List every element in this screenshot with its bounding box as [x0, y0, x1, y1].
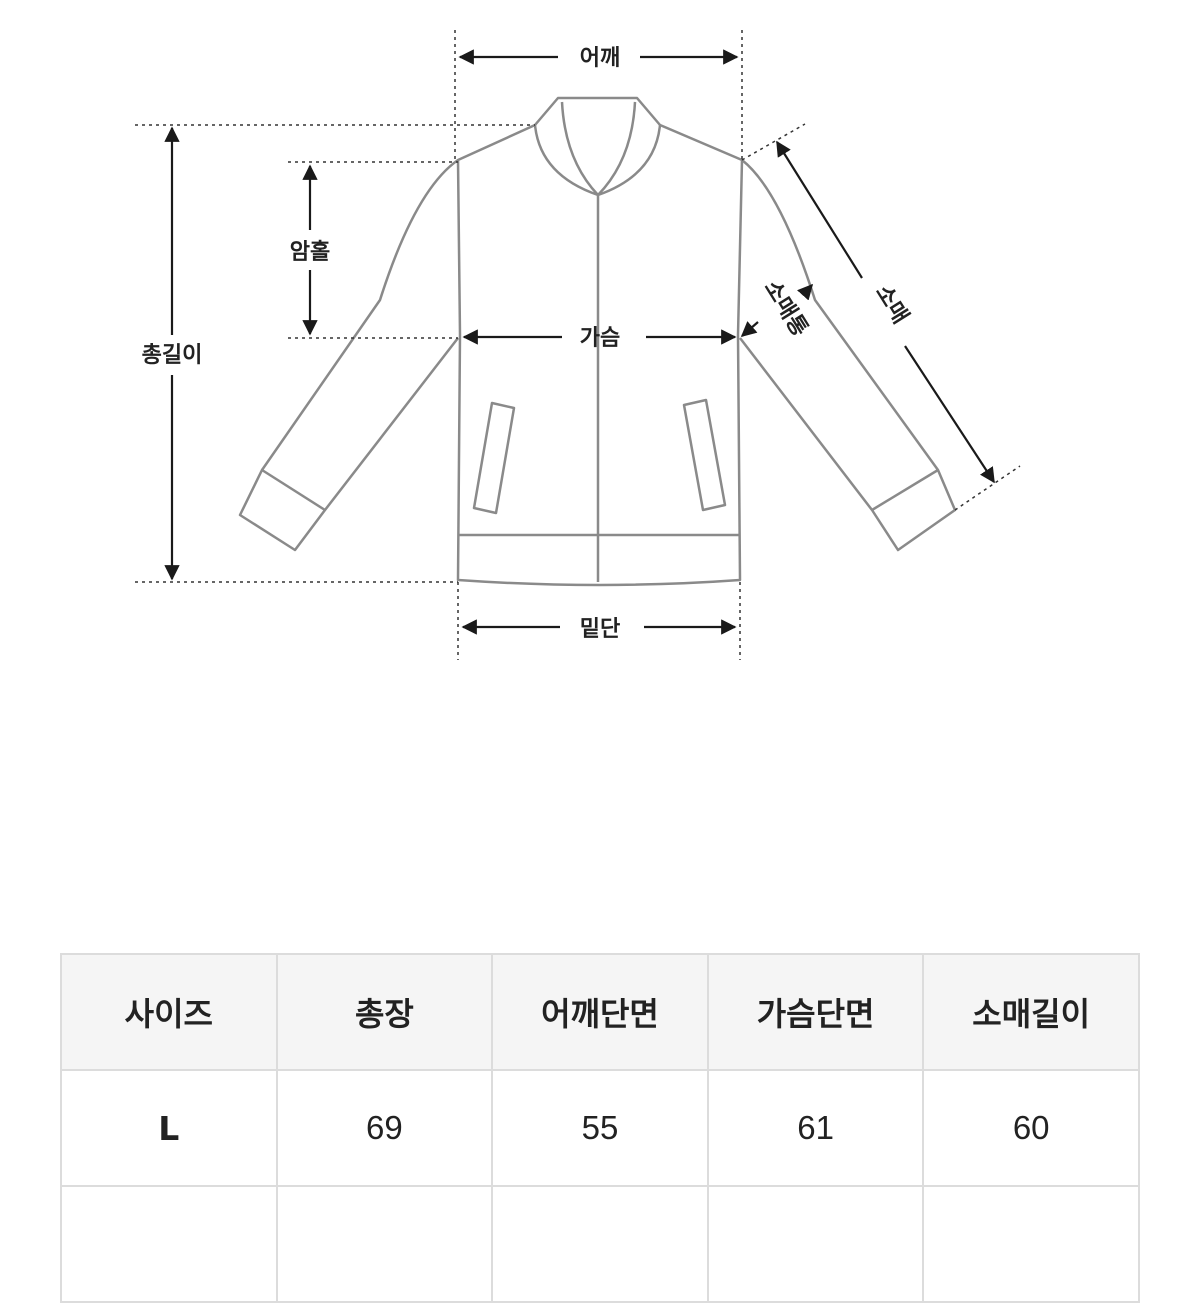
header-shoulder: 어깨단면 — [491, 953, 709, 1071]
table-header-row: 사이즈 총장 어깨단면 가슴단면 소매길이 — [60, 953, 1140, 1071]
cell-size: L — [60, 1069, 278, 1187]
cell-shoulder — [491, 1185, 709, 1303]
cell-sleeve-length: 60 — [922, 1069, 1140, 1187]
header-sleeve-length: 소매길이 — [922, 953, 1140, 1071]
label-total-length: 총길이 — [142, 343, 203, 368]
label-hem: 밑단 — [580, 617, 620, 642]
size-guide-diagram: 어깨 암홀 총길이 가슴 밑단 소매 소매통 — [135, 30, 1021, 660]
cell-sleeve-length — [922, 1185, 1140, 1303]
cell-chest: 61 — [706, 1069, 925, 1187]
label-shoulder: 어깨 — [580, 46, 620, 71]
table-row: L 69 55 61 60 — [60, 1069, 1140, 1187]
header-total-length: 총장 — [275, 953, 494, 1071]
table-row — [60, 1185, 1140, 1303]
jacket-outline — [238, 96, 957, 587]
header-size: 사이즈 — [60, 953, 278, 1071]
header-chest: 가슴단면 — [706, 953, 925, 1071]
label-sleeve-width: 소매통 — [759, 276, 812, 341]
label-sleeve: 소매 — [870, 281, 913, 329]
cell-chest — [706, 1185, 925, 1303]
size-table: 사이즈 총장 어깨단면 가슴단면 소매길이 L 69 55 61 60 — [60, 953, 1140, 1303]
label-chest: 가슴 — [580, 326, 620, 351]
label-armhole: 암홀 — [290, 239, 330, 265]
guide-lines — [135, 30, 1021, 660]
cell-total-length — [275, 1185, 494, 1303]
cell-shoulder: 55 — [491, 1069, 709, 1187]
cell-total-length: 69 — [275, 1069, 494, 1187]
cell-size — [60, 1185, 278, 1303]
dimension-arrows — [164, 49, 995, 635]
